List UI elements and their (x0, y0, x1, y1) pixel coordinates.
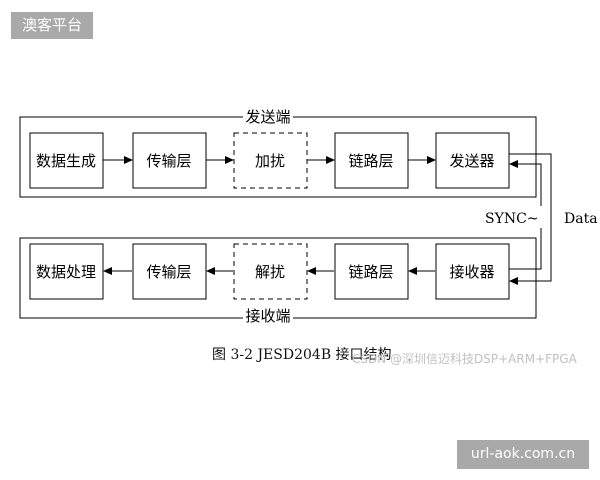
rx-text-2: 解扰 (255, 263, 285, 281)
rx-row: 数据处理 传输层 解扰 链路层 接收器 (29, 243, 510, 300)
rx-label: 接收端 (245, 307, 290, 325)
tx-block-transport (132, 132, 207, 189)
tx-label: 发送端 (245, 108, 290, 126)
tx-block-transmitter (435, 132, 510, 189)
figure-caption: 图 3-2 JESD204B 接口结构 (212, 347, 392, 363)
csdn-watermark: CSDN @深圳信迈科技DSP+ARM+FPGA (352, 352, 577, 366)
tx-block-link (334, 132, 409, 189)
tx-block-data-gen (29, 132, 104, 189)
rx-block-link (334, 243, 409, 300)
rx-text-0: 数据处理 (36, 263, 96, 281)
rx-block-data-proc (29, 243, 104, 300)
tx-text-2: 加扰 (255, 152, 285, 170)
rx-block-transport (132, 243, 207, 300)
site-badge: 澳客平台 (11, 12, 93, 39)
rx-block-receiver (435, 243, 510, 300)
data-path (509, 153, 552, 285)
rx-text-3: 链路层 (348, 263, 393, 281)
rx-text-4: 接收器 (449, 263, 494, 281)
site-url-badge: url-aok.com.cn (457, 440, 589, 469)
rx-block-descramble (233, 243, 308, 300)
rx-text-1: 传输层 (146, 263, 191, 281)
sync-label: SYNC~ (485, 211, 539, 227)
data-label: Data (564, 211, 598, 227)
tx-text-3: 链路层 (348, 152, 393, 170)
tx-text-1: 传输层 (146, 152, 191, 170)
tx-text-0: 数据生成 (36, 152, 96, 170)
tx-text-4: 发送器 (449, 152, 494, 170)
tx-row: 数据生成 传输层 加扰 链路层 发送器 (29, 132, 510, 189)
